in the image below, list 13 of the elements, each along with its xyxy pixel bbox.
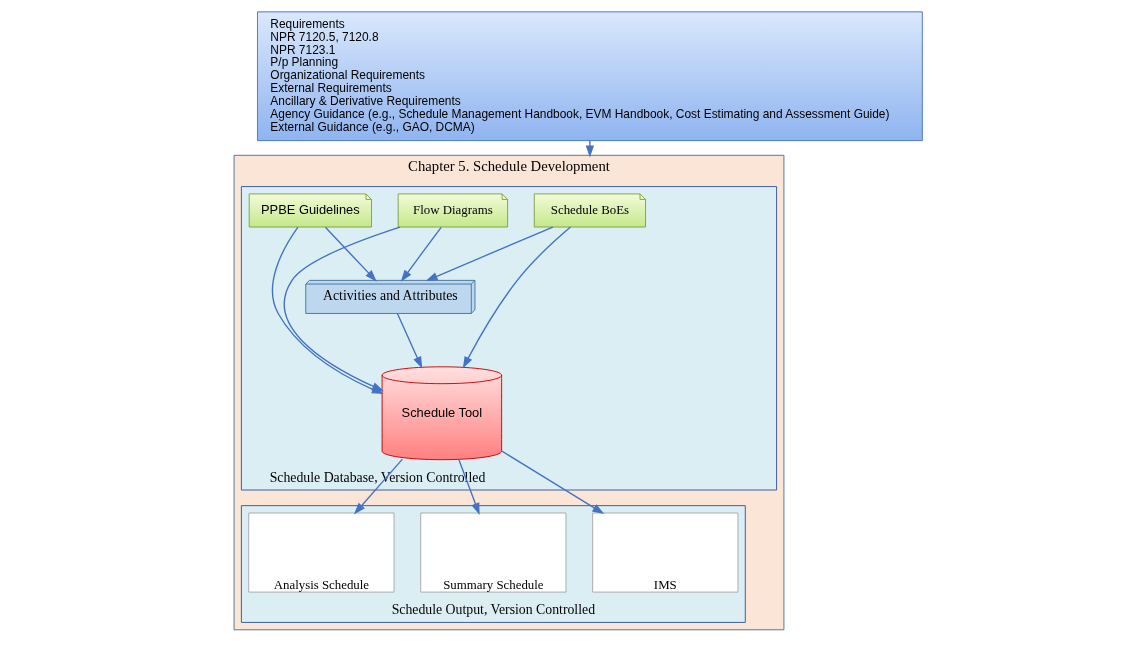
arrow	[425, 226, 554, 282]
node-box: Analysis Schedule	[247, 512, 394, 593]
node-box: Summary Schedule	[419, 512, 566, 593]
arrow	[585, 139, 594, 158]
arrow	[457, 459, 480, 515]
arrow	[324, 226, 377, 282]
arrow	[396, 312, 422, 369]
arrow	[500, 450, 604, 515]
arrow	[400, 226, 442, 282]
node-box: IMS	[591, 512, 738, 593]
arrow	[462, 226, 571, 369]
arrow	[353, 458, 403, 515]
node-box: Requirements NPR 7120.5, 7120.8 NPR 7123.1 P/p Planning Organizational Requirements External Requirements Ancillary & Derivative Requirements Agency Guidance (e.g., Schedule Management Handbook, EVM Handbook, Cost Estimating and Assessment Guide) External Guidance (e.g., GAO, DCMA)	[256, 11, 923, 142]
